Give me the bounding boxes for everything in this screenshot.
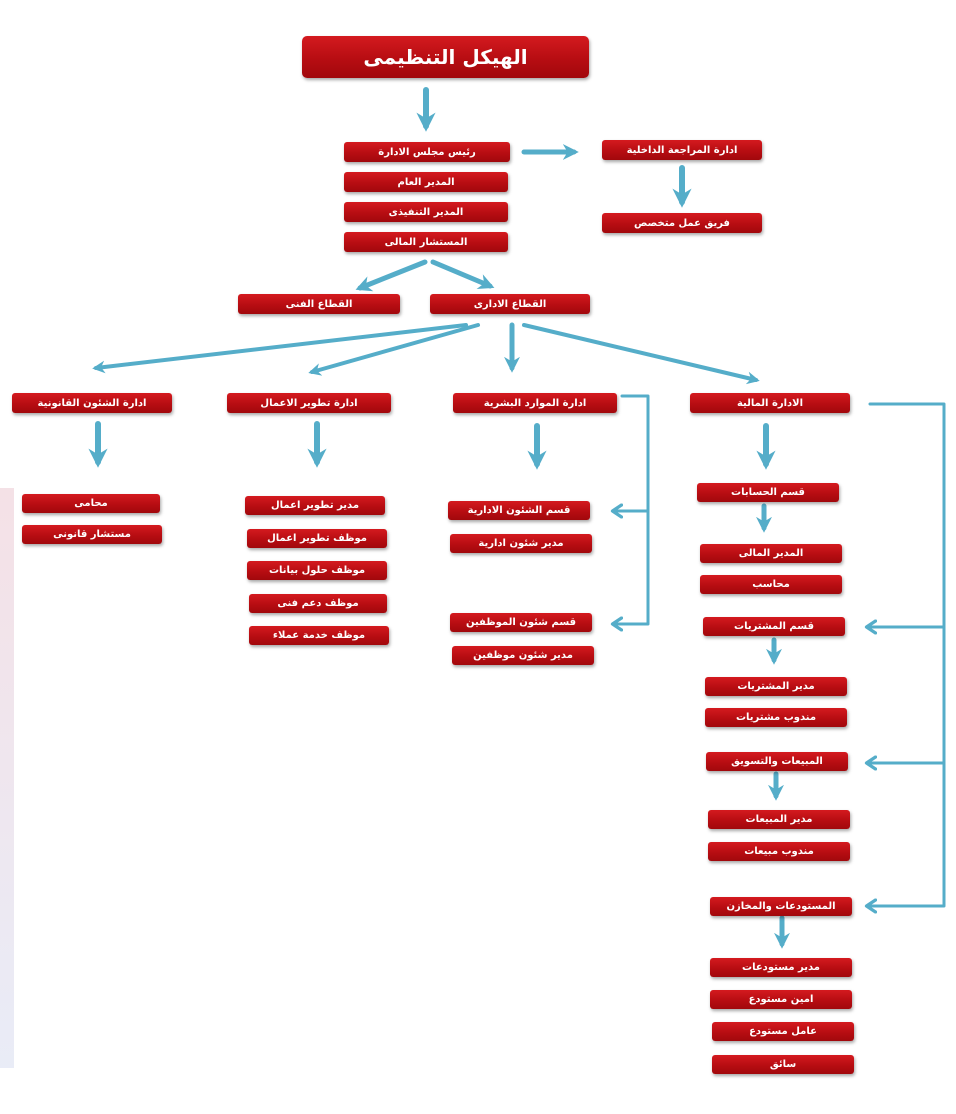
connector-admin-business	[308, 323, 480, 376]
node-legal-item: مستشار قانونى	[22, 525, 162, 544]
node-purchasing-item: مدير المشتريات	[705, 677, 847, 696]
node-hr-employee-affairs: قسم شئون الموظفين	[450, 613, 592, 632]
node-sales-section: المبيعات والتسويق	[706, 752, 848, 771]
node-legal-item: محامى	[22, 494, 160, 513]
node-administrative-sector: القطاع الادارى	[430, 294, 590, 314]
node-purchasing-item: مندوب مشتريات	[705, 708, 847, 727]
node-accounts-section: قسم الحسابات	[697, 483, 839, 502]
node-general-manager: المدير العام	[344, 172, 508, 192]
node-business-item: موظف تطوير اعمال	[247, 529, 387, 548]
node-financial-advisor: المستشار المالى	[344, 232, 508, 252]
node-hr-department: ادارة الموارد البشرية	[453, 393, 617, 413]
node-warehouses-item: عامل مستودع	[712, 1022, 854, 1041]
connector-board-administrative	[430, 259, 495, 290]
node-sales-item: مدير المبيعات	[708, 810, 850, 829]
node-chairman: رئيس مجلس الادارة	[344, 142, 510, 162]
node-hr-admin-affairs-manager: مدير شئون ادارية	[450, 534, 592, 553]
node-purchasing-section: قسم المشتريات	[703, 617, 845, 636]
left-edge-shading	[0, 488, 14, 1068]
connector-board-technical	[355, 259, 428, 292]
node-legal-department: ادارة الشئون القانونية	[12, 393, 172, 413]
node-warehouses-item: سائق	[712, 1055, 854, 1074]
node-accounts-item: محاسب	[700, 575, 842, 594]
node-finance-department: الادارة المالية	[690, 393, 850, 413]
node-sales-item: مندوب مبيعات	[708, 842, 850, 861]
node-business-item: مدير تطوير اعمال	[245, 496, 385, 515]
node-internal-audit: ادارة المراجعة الداخلية	[602, 140, 762, 160]
node-business-item: موظف حلول بيانات	[247, 561, 387, 580]
connector-finance-bracket	[868, 402, 946, 906]
node-warehouses-section: المستودعات والمخازن	[710, 897, 852, 916]
node-executive-manager: المدير التنفيذى	[344, 202, 508, 222]
node-business-item: موظف خدمة عملاء	[249, 626, 389, 645]
node-warehouses-item: امين مستودع	[710, 990, 852, 1009]
node-specialized-team: فريق عمل متخصص	[602, 213, 762, 233]
node-hr-employee-affairs-manager: مدير شئون موظفين	[452, 646, 594, 665]
node-accounts-item: المدير المالى	[700, 544, 842, 563]
connector-admin-finance	[522, 323, 760, 385]
node-business-item: موظف دعم فنى	[249, 594, 387, 613]
chart-title: الهيكل التنظيمى	[302, 36, 589, 78]
connector-admin-legal	[92, 323, 468, 374]
node-business-dev-department: ادارة تطوير الاعمال	[227, 393, 391, 413]
node-warehouses-item: مدير مستودعات	[710, 958, 852, 977]
node-technical-sector: القطاع الفنى	[238, 294, 400, 314]
node-hr-admin-affairs: قسم الشئون الادارية	[448, 501, 590, 520]
